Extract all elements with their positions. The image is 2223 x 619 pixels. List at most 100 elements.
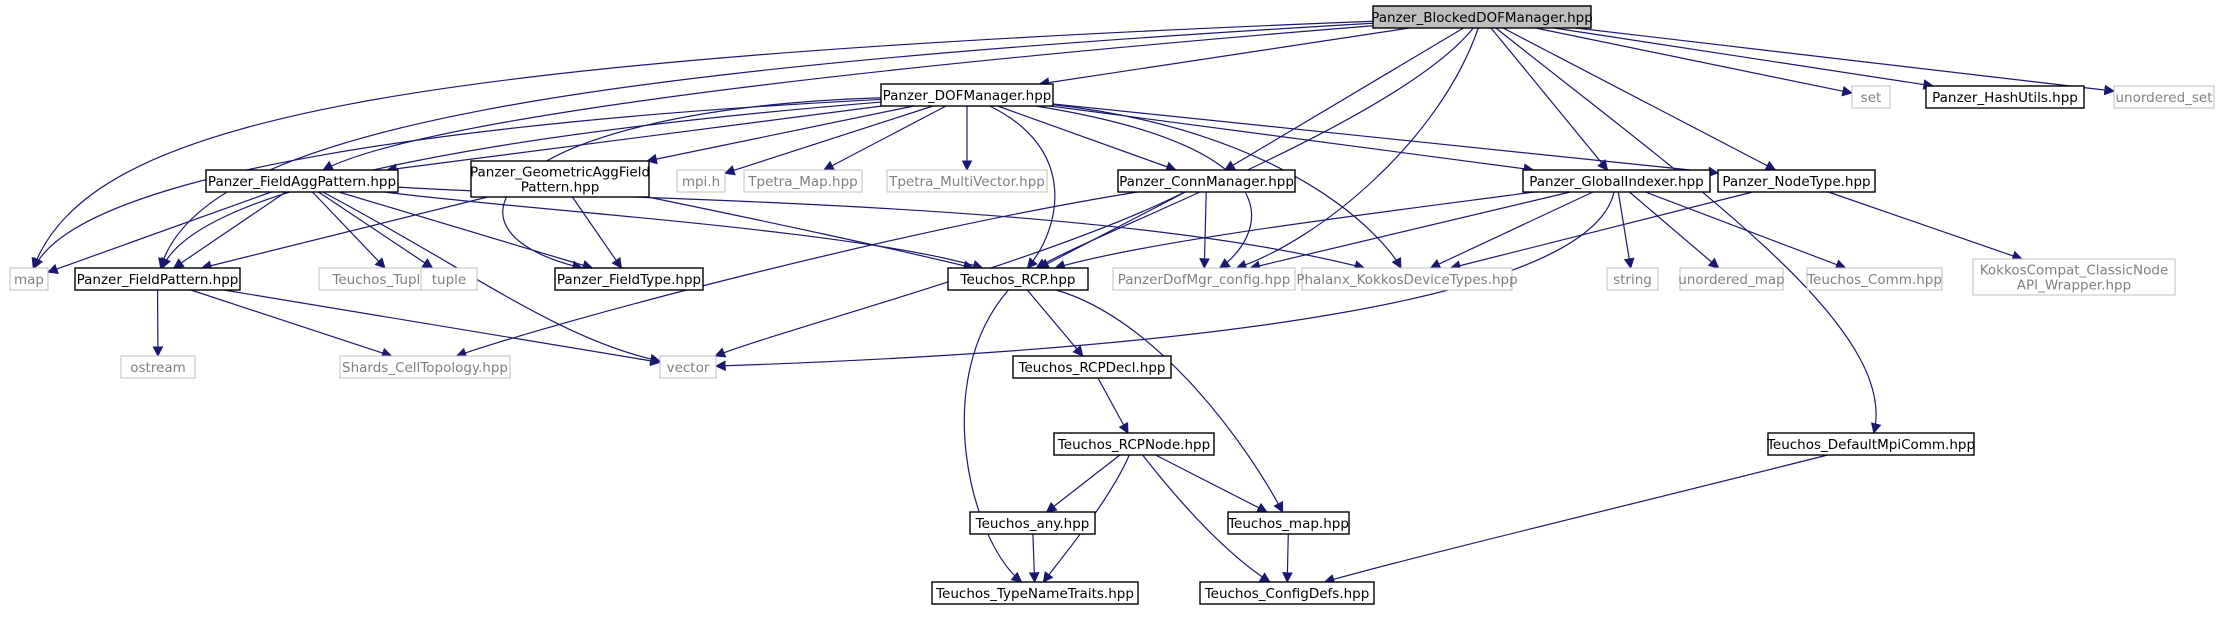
node-label: Panzer_FieldAggPattern.hpp: [208, 174, 396, 190]
node-box: [1117, 169, 1296, 193]
node-label: Panzer_DOFManager.hpp: [883, 88, 1052, 104]
node-tconf[interactable]: Teuchos_ConfigDefs.hpp: [1199, 581, 1375, 605]
edge-dofm-to-conn: [997, 105, 1177, 172]
node-kokkos: Phalanx_KokkosDeviceTypes.hpp: [1296, 267, 1518, 291]
node-label: Panzer_FieldPattern.hpp: [77, 272, 239, 288]
node-label: Teuchos_ConfigDefs.hpp: [1204, 586, 1370, 602]
node-label: Teuchos_TypeNameTraits.hpp: [935, 586, 1134, 602]
node-box: [1522, 169, 1711, 193]
node-box: [1227, 511, 1350, 535]
node-conn[interactable]: Panzer_ConnManager.hpp: [1117, 169, 1296, 193]
node-box: [420, 267, 478, 291]
edge-conn-to-vector: [714, 191, 1185, 358]
edge-rcp-to-tntraits: [963, 289, 1023, 583]
edge-gidx-to-kokkos: [1429, 191, 1594, 269]
node-gidx[interactable]: Panzer_GlobalIndexer.hpp: [1522, 169, 1711, 193]
edge-gidx-to-rcp: [1054, 191, 1535, 271]
node-fagg[interactable]: Panzer_FieldAggPattern.hpp: [205, 169, 399, 193]
node-ntype[interactable]: Panzer_NodeType.hpp: [1717, 169, 1876, 193]
node-box: [120, 355, 196, 379]
edge-root-to-set: [1535, 27, 1854, 97]
node-dmpi[interactable]: Teuchos_DefaultMpiComm.hpp: [1766, 432, 1975, 456]
node-label: Panzer_FieldType.hpp: [557, 272, 701, 288]
node-fpat[interactable]: Panzer_FieldPattern.hpp: [74, 267, 241, 291]
edge-tmaph-to-tconf: [1282, 533, 1293, 584]
node-rcp[interactable]: Teuchos_RCP.hpp: [947, 267, 1089, 291]
node-box: [1851, 85, 1891, 109]
node-box: [1679, 267, 1784, 291]
edge-geom-to-fpat: [200, 196, 488, 271]
node-box: [969, 511, 1096, 535]
edge-geom-to-ftype: [571, 196, 623, 269]
edge-rcp-to-tmaph: [1055, 289, 1284, 513]
node-hash[interactable]: Panzer_HashUtils.hpp: [1925, 85, 2085, 109]
node-label: API_Wrapper.hpp: [2017, 278, 2131, 294]
node-rcpdecl[interactable]: Teuchos_RCPDecl.hpp: [1012, 355, 1172, 379]
edge-fagg-to-tuple: [318, 191, 434, 269]
node-label: Panzer_BlockedDOFManager.hpp: [1371, 10, 1593, 26]
node-label: tuple: [432, 272, 466, 288]
node-label: Panzer_NodeType.hpp: [1722, 174, 1870, 190]
node-box: [1301, 267, 1513, 291]
node-box: [1925, 85, 2085, 109]
node-tntraits[interactable]: Teuchos_TypeNameTraits.hpp: [931, 581, 1139, 605]
node-label: Panzer_GeometricAggField: [470, 165, 650, 181]
node-label: set: [1861, 90, 1882, 106]
node-label: Teuchos_DefaultMpiComm.hpp: [1766, 437, 1975, 453]
edge-root-to-hash: [1553, 27, 1935, 90]
edge-gidx-to-string: [1617, 191, 1635, 270]
node-box: [339, 355, 511, 379]
edge-ntype-to-kcompat: [1828, 191, 2023, 261]
edge-gidx-to-tcomm: [1645, 191, 1847, 270]
edge-dofm-to-fagg: [385, 105, 883, 175]
node-label: map: [14, 272, 44, 288]
edge-dofm-to-kokkos: [1052, 104, 1402, 269]
edge-gidx-to-pconf: [1249, 191, 1571, 272]
node-shards: Shards_CellTopology.hpp: [339, 355, 511, 379]
node-box: [554, 267, 704, 291]
node-label: Teuchos_map.hpp: [1227, 516, 1349, 532]
edge-rcp-to-rcpdecl: [1026, 289, 1084, 357]
edge-root-to-map: [31, 20, 1374, 270]
edge-fagg-to-ttuple: [312, 191, 386, 269]
edge-root-to-fpat: [158, 22, 1374, 270]
node-label: string: [1613, 272, 1652, 288]
node-tany[interactable]: Teuchos_any.hpp: [969, 511, 1096, 535]
edge-gidx-to-umap: [1629, 191, 1720, 269]
edge-dofm-to-fpat: [161, 101, 882, 269]
node-box: [880, 83, 1054, 107]
node-rcpnode[interactable]: Teuchos_RCPNode.hpp: [1053, 432, 1215, 456]
node-label: Panzer_ConnManager.hpp: [1119, 174, 1294, 190]
node-label: unordered_map: [1678, 272, 1784, 288]
node-root[interactable]: Panzer_BlockedDOFManager.hpp: [1371, 5, 1593, 29]
edge-conn-to-pconf: [1199, 191, 1210, 270]
node-ftype[interactable]: Panzer_FieldType.hpp: [554, 267, 704, 291]
node-box: [1112, 267, 1296, 291]
node-tmaph[interactable]: Teuchos_map.hpp: [1227, 511, 1350, 535]
edge-rcpnode-to-tany: [1045, 454, 1121, 513]
node-label: PanzerDofMgr_config.hpp: [1118, 272, 1291, 288]
node-mpih: mpi.h: [676, 169, 726, 193]
node-map: map: [9, 267, 49, 291]
edge-dofm-to-pconf: [1035, 105, 1253, 269]
edge-root-to-gidx: [1490, 27, 1609, 171]
edge-rcpnode-to-tmaph: [1155, 454, 1268, 513]
edge-rcpdecl-to-rcpnode: [1097, 377, 1129, 434]
edge-dofm-to-map: [33, 98, 882, 269]
edge-dofm-to-mpih: [723, 105, 934, 176]
node-label: KokkosCompat_ClassicNode: [1980, 263, 2169, 279]
node-ostream: ostream: [120, 355, 196, 379]
edge-geom-to-rcp: [647, 196, 975, 271]
edge-dofm-to-ntype: [1052, 103, 1720, 178]
node-label: vector: [667, 360, 710, 376]
node-box: [74, 267, 241, 291]
node-box: [1767, 432, 1975, 456]
node-label: Teuchos_RCPNode.hpp: [1057, 437, 1210, 453]
node-dofm[interactable]: Panzer_DOFManager.hpp: [880, 83, 1054, 107]
node-tmap: Tpetra_Map.hpp: [743, 169, 863, 193]
node-umap: unordered_map: [1678, 267, 1785, 291]
edge-root-to-fagg: [322, 25, 1374, 171]
node-box: [1199, 581, 1375, 605]
node-pconf: PanzerDofMgr_config.hpp: [1112, 267, 1296, 291]
